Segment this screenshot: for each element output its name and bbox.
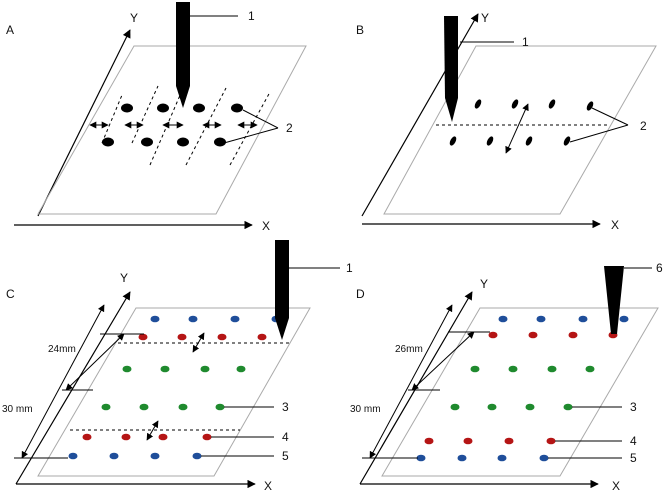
panel-c: C Y X (2, 240, 353, 493)
panel-b-letter: B (356, 23, 364, 37)
panel-d-row-red-bottom (424, 437, 556, 445)
panel-a-y-axis (37, 29, 131, 217)
panel-c-callout-4: 4 (282, 430, 289, 444)
panel-a: A Y X 1 (6, 2, 307, 233)
panel-d-dim-outer-label: 30 mm (350, 404, 381, 415)
panel-c-row-red-top (138, 333, 267, 341)
panel-d-dim-inner-label: 26mm (395, 344, 423, 355)
panel-b-callout-2: 2 (640, 119, 647, 133)
panel-d-callout-4: 4 (630, 434, 637, 448)
panel-c-substrate (37, 307, 311, 477)
panel-b-callout-1: 1 (522, 35, 529, 49)
panel-c-row-green-2 (101, 403, 225, 411)
panel-a-callout-2: 2 (286, 121, 293, 135)
panel-d-callout-5: 5 (630, 451, 637, 465)
panel-b-substrate (383, 45, 657, 215)
panel-b-droplets (449, 99, 594, 146)
panel-c-row-green-1 (122, 365, 246, 373)
panel-c-x-label: X (264, 479, 272, 493)
panel-d-callout-6-visible: 6 (656, 261, 663, 275)
panel-a-callout-1: 1 (248, 9, 255, 23)
panel-a-letter: A (6, 23, 14, 37)
panel-c-spacing-arrow-top (192, 332, 205, 353)
panel-c-dim-outer (21, 304, 105, 459)
panel-a-x-label: X (262, 219, 270, 233)
panel-b-spacing-arrow (505, 103, 529, 154)
panel-d-row-green-2 (450, 403, 573, 411)
panel-c-dim-inner (65, 333, 125, 391)
panel-a-droplets (102, 103, 243, 147)
pipette-tip-icon (604, 266, 624, 334)
panel-d-row-red-top (488, 331, 618, 339)
panel-a-callout-2-line-top (242, 109, 279, 129)
panel-c-callout-5: 5 (282, 449, 289, 463)
needle-nozzle-icon (176, 2, 190, 108)
panel-c-row-blue-bottom (68, 452, 202, 460)
panel-d: D Y X (350, 261, 663, 493)
panel-c-y-label: Y (120, 271, 128, 285)
panel-c-callout-1: 1 (346, 261, 353, 275)
panel-b-y-label: Y (481, 11, 489, 25)
panel-d-letter: D (356, 287, 365, 301)
panel-a-substrate (37, 45, 307, 215)
needle-nozzle-icon (444, 16, 458, 122)
panel-a-y-label: Y (130, 11, 138, 25)
panel-d-x-label: X (612, 479, 620, 493)
panel-d-row-blue-top (498, 315, 629, 323)
panel-d-row-green-1 (470, 365, 595, 373)
needle-nozzle-icon (275, 240, 289, 340)
panel-d-y-label: Y (480, 277, 488, 291)
panel-c-spacing-arrow-bottom (146, 420, 159, 441)
panel-a-callout-2-line-bottom (223, 127, 279, 144)
panel-b-y-axis (361, 13, 479, 217)
panel-d-row-blue-bottom (416, 454, 549, 462)
panel-c-letter: C (6, 287, 15, 301)
panel-c-callout-3: 3 (282, 400, 289, 414)
panel-b-x-label: X (611, 218, 619, 232)
panel-b: B Y X 1 2 (356, 11, 657, 232)
panel-d-y-axis (359, 291, 473, 485)
panel-c-dim-outer-label: 30 mm (2, 404, 33, 415)
panel-c-row-blue-top (150, 315, 281, 323)
panel-d-dim-outer (369, 304, 453, 459)
panel-b-callout-2-line-bottom (569, 124, 629, 143)
panel-d-callout-3: 3 (630, 400, 637, 414)
panel-c-dim-inner-label: 24mm (48, 344, 76, 355)
panel-b-callout-2-line-top (591, 107, 629, 126)
